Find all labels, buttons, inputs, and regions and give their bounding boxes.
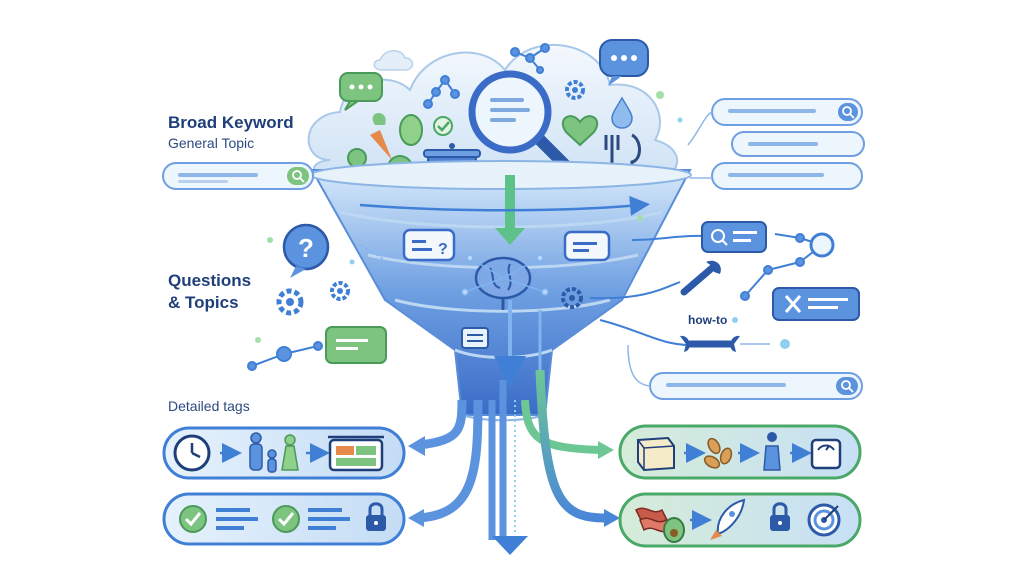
tag-pill-right-2 [618, 492, 862, 548]
target-icon [807, 503, 841, 537]
network-icon [740, 232, 835, 301]
check-icon [179, 505, 207, 533]
gear-icon [561, 287, 583, 309]
avocado-icon [663, 517, 685, 543]
check-icon [272, 505, 300, 533]
magnifier-icon [468, 70, 588, 188]
tag-pill-left-1 [162, 426, 406, 480]
rocket-icon [710, 498, 746, 540]
decorative-dots [255, 91, 738, 343]
search-bar-right-3 [711, 162, 863, 190]
network-icon [423, 75, 460, 109]
network-icon [247, 341, 323, 371]
broad-keyword-label: Broad Keyword [168, 113, 294, 132]
network-icon [510, 43, 550, 74]
scale-icon [810, 438, 842, 470]
arrow-down-icon [492, 536, 528, 555]
seeds-icon [703, 437, 733, 469]
clock-icon [173, 434, 211, 472]
search-bar-left [162, 162, 314, 190]
gear-icon [330, 281, 350, 301]
chat-bubble-icon [599, 39, 649, 86]
svg-text:?: ? [298, 233, 314, 263]
lock-icon [770, 502, 790, 531]
question-icon: ? [282, 223, 330, 278]
detailed-tags-label: Detailed tags [168, 398, 250, 414]
search-bar-right-2 [731, 131, 865, 157]
food-container-icon [461, 327, 489, 349]
chat-bubble-icon [701, 221, 767, 253]
person-icon [763, 432, 781, 471]
general-topic-label: General Topic [168, 135, 255, 151]
chat-bubble-icon [325, 326, 387, 364]
check-icon [433, 116, 453, 136]
gear-icon [565, 80, 585, 100]
network-icon [461, 254, 549, 296]
search-bar-right-1 [711, 98, 863, 126]
tofu-icon [637, 436, 675, 472]
wrench-icon [680, 335, 740, 352]
bacon-icon [635, 507, 671, 533]
heart-icon [561, 115, 599, 147]
how-to-label: how-to [688, 313, 728, 327]
family-icon [249, 432, 299, 473]
tag-pill-right-1 [618, 424, 862, 480]
svg-text:?: ? [438, 241, 448, 258]
food-container-icon [328, 435, 384, 472]
chat-bubble-icon: ? [402, 228, 456, 262]
water-drop-icon [611, 96, 633, 129]
search-bar-right-4 [649, 372, 863, 400]
arrow-down-icon [495, 228, 525, 245]
lock-icon [366, 502, 386, 531]
tag-pill-left-2 [162, 492, 406, 546]
topics-label: & Topics [168, 293, 239, 312]
chat-bubble-icon [339, 72, 383, 111]
wrench-icon [680, 260, 721, 296]
chat-bubble-icon [563, 230, 611, 262]
questions-label: Questions [168, 271, 252, 290]
gear-icon [276, 288, 304, 316]
chat-bubble-icon [772, 287, 860, 321]
